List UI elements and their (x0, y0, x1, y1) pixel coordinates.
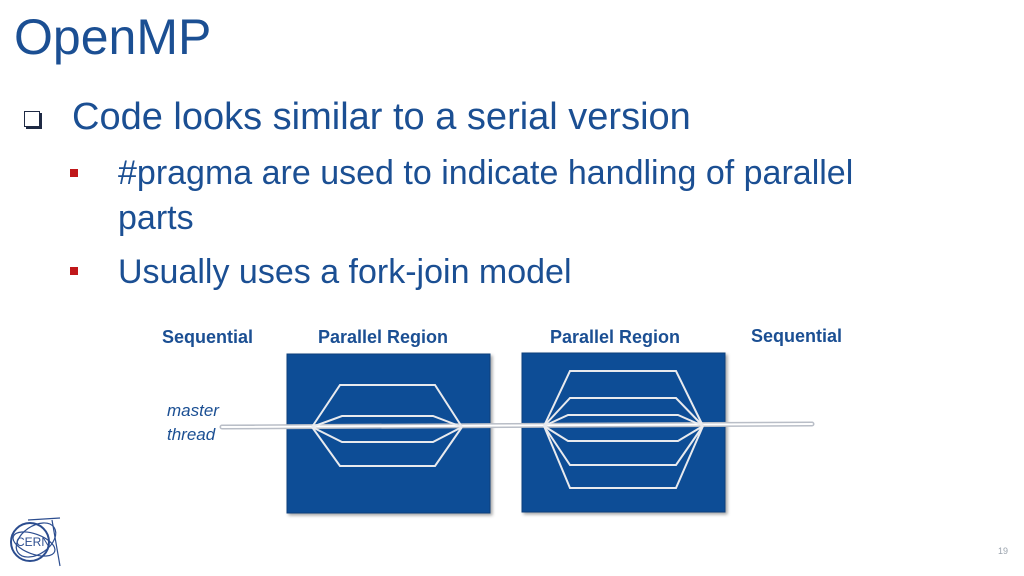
sub-bullet-marker-icon (70, 267, 78, 275)
parallel-region-1-box (286, 353, 491, 514)
sub-bullet-marker-icon (70, 169, 78, 177)
fork-join-diagram: Sequential Parallel Region Parallel Regi… (162, 326, 842, 514)
sub-bullet-1: #pragma are used to indicate handling of… (118, 154, 854, 237)
checkbox-bullet-icon (24, 111, 40, 127)
slide-title: OpenMP (14, 9, 212, 65)
page-number: 19 (997, 546, 1008, 556)
fork-threads-region-2 (543, 370, 704, 489)
main-bullet: Code looks similar to a serial version (72, 96, 691, 138)
label-parallel-region-1: Parallel Region (318, 327, 448, 347)
label-sequential-right: Sequential (751, 326, 842, 346)
fork-threads-region-1 (311, 384, 463, 467)
label-parallel-region-2: Parallel Region (550, 327, 680, 347)
master-label-line2: thread (167, 425, 216, 444)
cern-logo-icon: CERN (10, 517, 61, 567)
sub-bullet-2: Usually uses a fork-join model (118, 253, 572, 291)
label-sequential-left: Sequential (162, 327, 253, 347)
master-label-line1: master (167, 401, 220, 420)
cern-logo-text: CERN (16, 535, 50, 549)
